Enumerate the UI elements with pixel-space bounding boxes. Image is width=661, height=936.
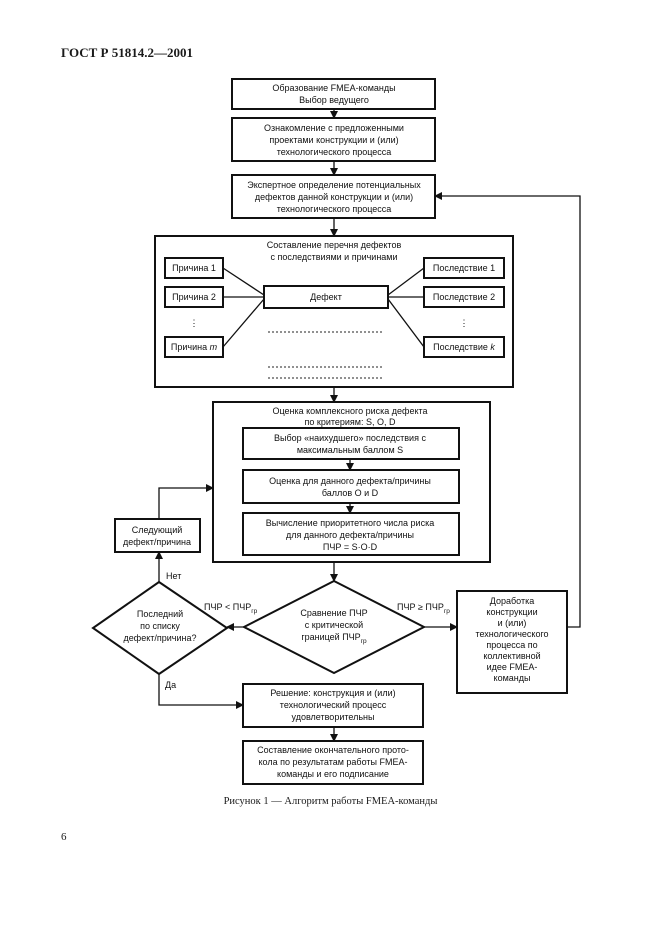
e3-line-2: для данного дефекта/причины (286, 530, 414, 540)
rpn-less-label: ПЧР < ПЧРгр (204, 602, 258, 615)
decision-line-1: Решение: конструкция и (или) (270, 688, 395, 698)
last-line-2: по списку (140, 621, 180, 631)
list-title-1: Составление перечня дефектов (267, 240, 402, 250)
document-header: ГОСТ Р 51814.2—2001 (61, 45, 193, 60)
e1-line-2: максимальным баллом S (297, 445, 403, 455)
b1-line-2: Выбор ведущего (299, 95, 369, 105)
e3-line-3: ПЧР = S·O·D (323, 542, 378, 552)
rework-line-5: процесса по (486, 640, 537, 650)
final-line-3: команды и его подписание (277, 769, 389, 779)
compare-line-1: Сравнение ПЧР (300, 608, 367, 618)
consequence-1-label: Последствие 1 (433, 263, 495, 273)
rework-line-7: идее FMEA- (487, 662, 538, 672)
figure-caption: Рисунок 1 — Алгоритм работы FMEA-команды (223, 796, 438, 807)
e2-line-1: Оценка для данного дефекта/причины (269, 476, 431, 486)
box-worst-consequence (242, 427, 460, 460)
cause-2-label: Причина 2 (172, 292, 216, 302)
b3-line-2: дефектов данной конструкции и (или) (255, 192, 413, 202)
no-label: Нет (166, 571, 181, 581)
consequence-k-label: Последствие k (433, 342, 495, 352)
b2-line-1: Ознакомление с предложенными (264, 123, 404, 133)
cause-vdots: ⋮ (190, 318, 199, 328)
rework-line-2: конструкции (486, 607, 537, 617)
rework-line-4: технологического (475, 629, 548, 639)
b2-line-2: проектами конструкции и (или) (269, 135, 398, 145)
list-title-2: с последствиями и причинами (270, 252, 397, 262)
rework-line-3: и (или) (498, 618, 527, 628)
box-next-defect (114, 518, 201, 553)
compare-line-2: с критической (305, 620, 363, 630)
compare-line-3: границей ПЧРгр (301, 632, 367, 645)
rework-line-6: коллективной (483, 651, 540, 661)
final-line-2: кола по результатам работы FMEA- (259, 757, 408, 767)
box-rework (456, 590, 568, 694)
cause-1-label: Причина 1 (172, 263, 216, 273)
last-line-3: дефект/причина? (124, 633, 197, 643)
final-line-1: Составление окончательного прото- (257, 745, 409, 755)
e1-line-1: Выбор «наихудшего» последствия с (274, 433, 426, 443)
next-line-2: дефект/причина (123, 537, 191, 547)
b1-line-1: Образование FMEA-команды (272, 83, 395, 93)
defect-label: Дефект (310, 292, 342, 302)
next-line-1: Следующий (132, 525, 183, 535)
decision-line-3: удовлетворительны (292, 712, 375, 722)
e3-line-1: Вычисление приоритетного числа риска (266, 518, 434, 528)
page-number: 6 (61, 831, 67, 843)
rework-line-1: Доработка (490, 596, 534, 606)
b3-line-3: технологического процесса (277, 204, 392, 214)
consequence-2-label: Последствие 2 (433, 292, 495, 302)
last-line-1: Последний (137, 609, 183, 619)
b2-line-3: технологического процесса (277, 147, 392, 157)
decision-compare-rpn (241, 579, 427, 675)
box-risk-evaluation (212, 401, 491, 563)
e2-line-2: баллов O и D (322, 488, 379, 498)
b3-line-1: Экспертное определение потенциальных (247, 180, 421, 190)
eval-title-2: по критериям: S, O, D (305, 417, 396, 427)
rework-line-8: команды (494, 673, 531, 683)
rpn-ge-label: ПЧР ≥ ПЧРгр (397, 602, 450, 615)
cause-m-label: Причина m (171, 342, 218, 352)
eval-title-1: Оценка комплексного риска дефекта (272, 406, 427, 416)
decision-line-2: технологический процесс (280, 700, 387, 710)
yes-label: Да (165, 680, 176, 690)
box-o-d-scores (242, 469, 460, 504)
consequence-vdots: ⋮ (460, 318, 469, 328)
